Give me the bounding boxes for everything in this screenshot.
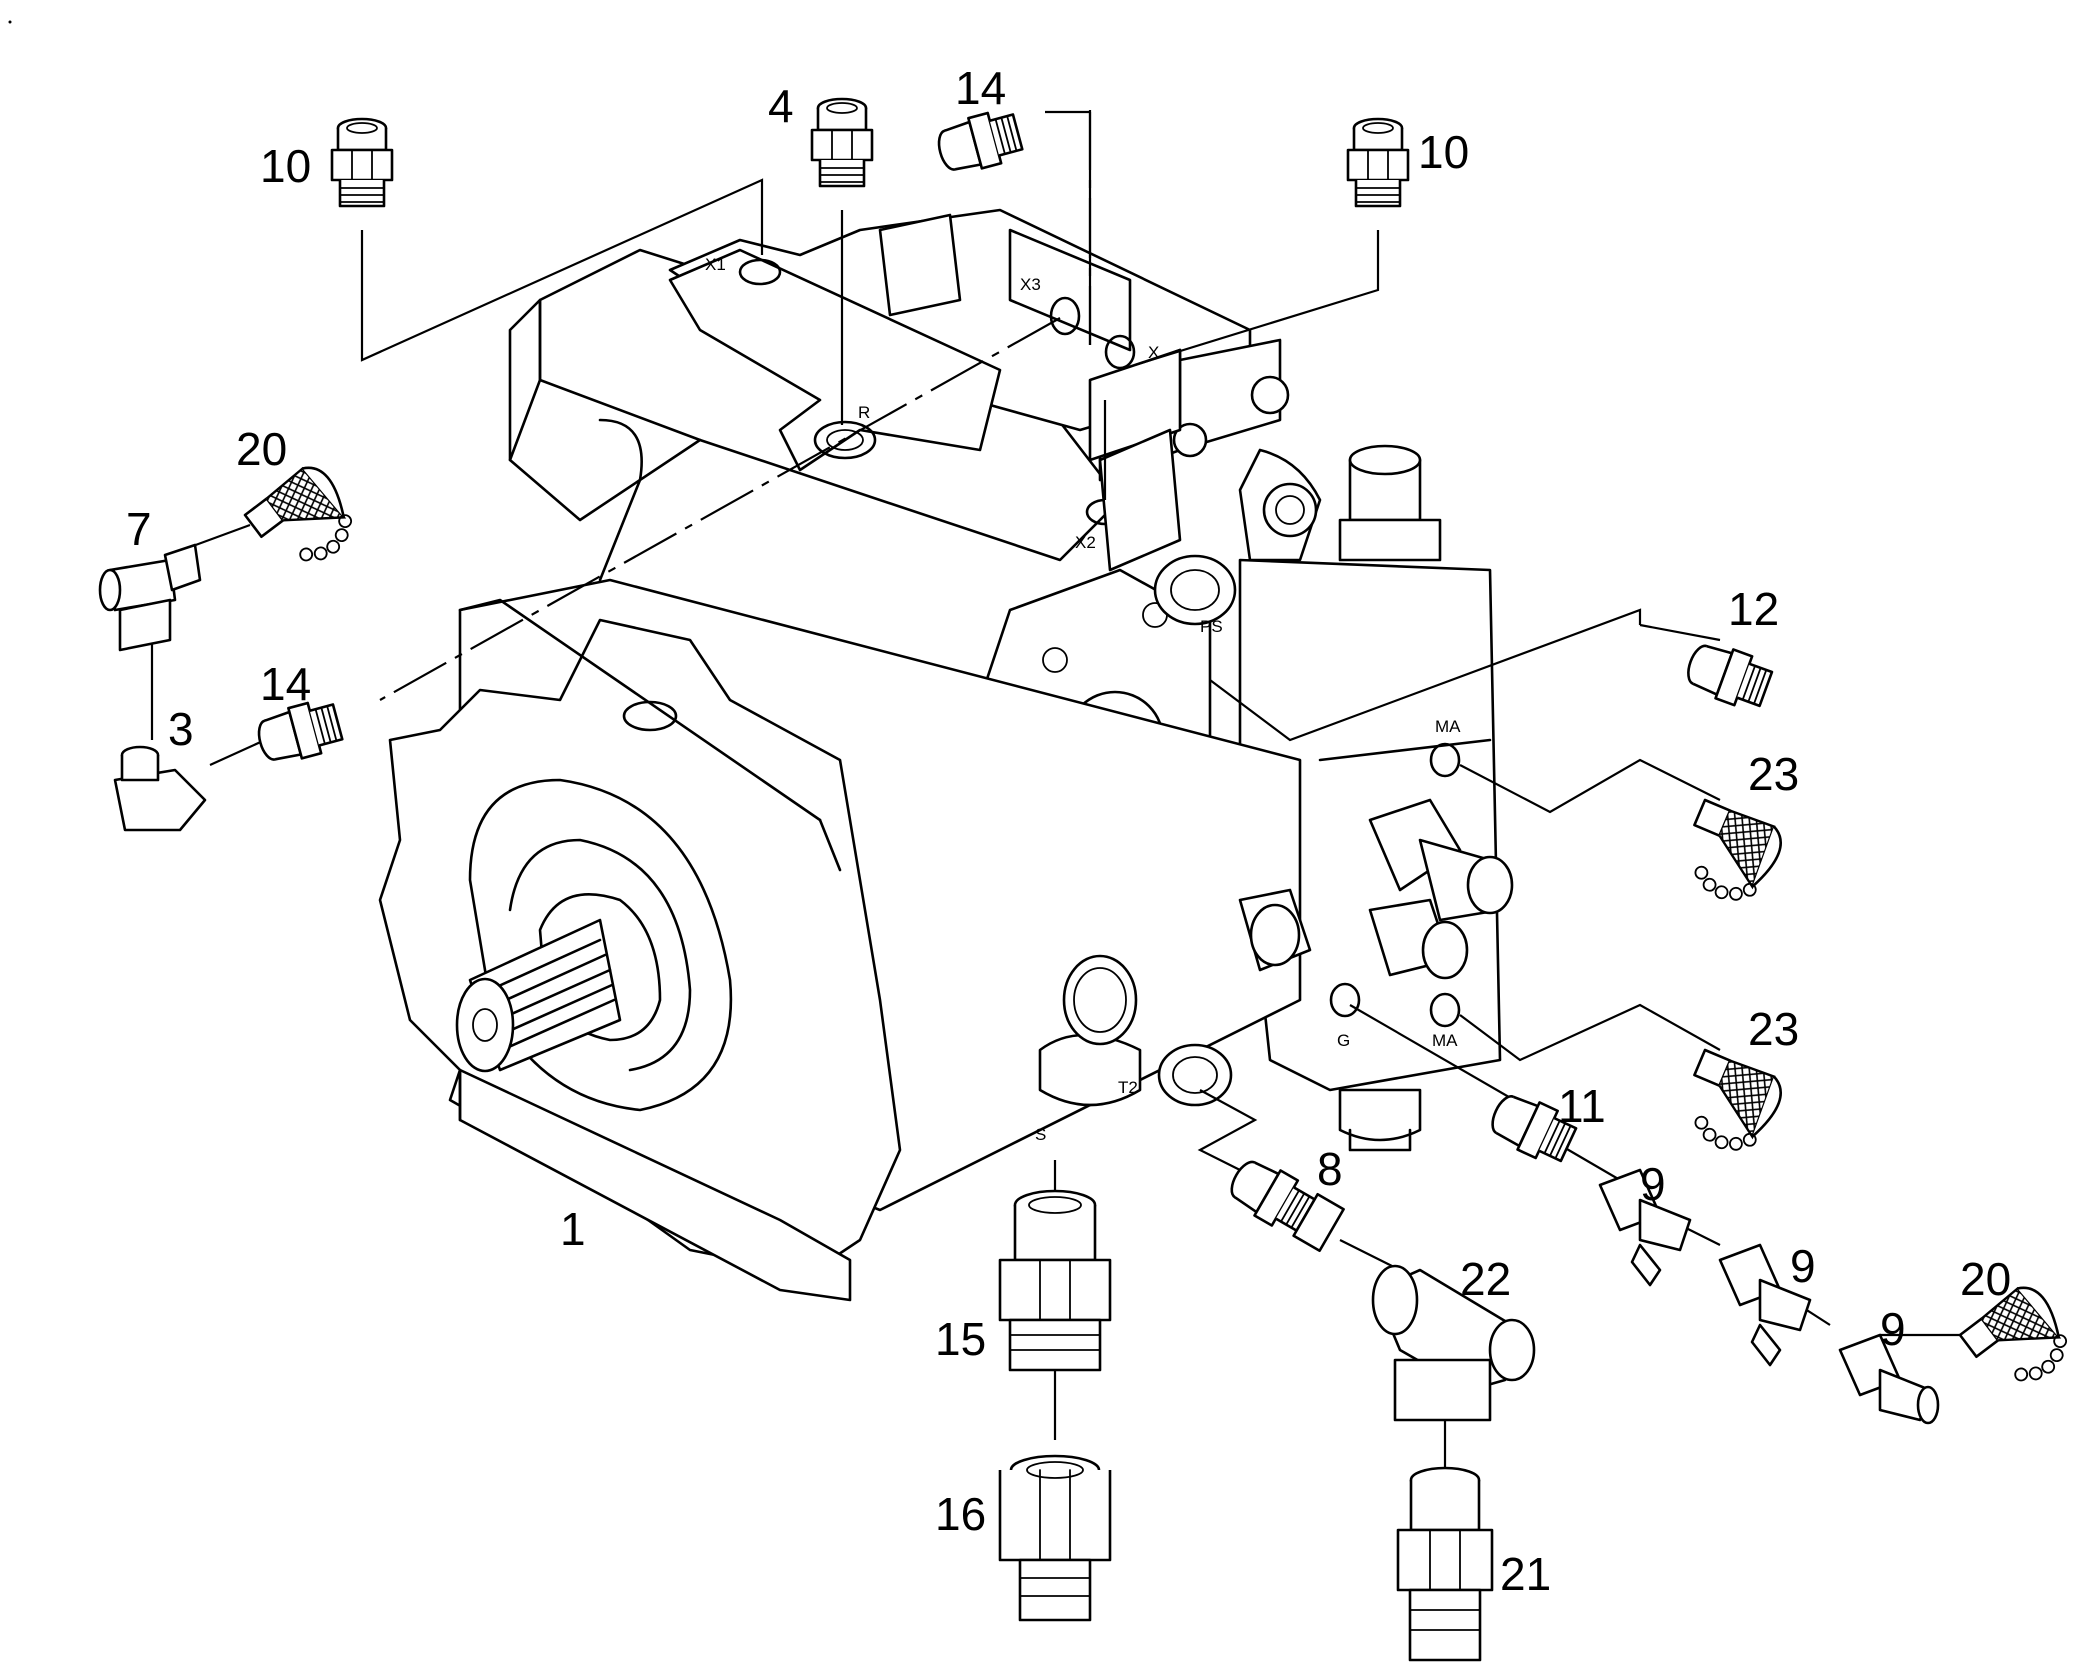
callout-9b: 9 [1790, 1240, 1816, 1292]
plug-14-top-icon [932, 105, 1026, 180]
plug-4-icon [810, 97, 874, 188]
port-label-ma-bottom: MA [1432, 1031, 1458, 1050]
callout-20-left: 20 [236, 423, 287, 475]
port-label-g: G [1337, 1031, 1350, 1050]
callout-22: 22 [1460, 1253, 1511, 1305]
callout-9a: 9 [1640, 1158, 1666, 1210]
test-point-cap-20-left-icon [235, 457, 362, 581]
callout-10-right: 10 [1418, 126, 1469, 178]
test-point-cap-23-top-icon [1659, 780, 1797, 917]
callout-8: 8 [1317, 1143, 1343, 1195]
elbow-fitting-3-icon [113, 745, 207, 832]
port-label-s: S [1035, 1125, 1046, 1144]
tee-fitting-22-icon [1371, 1264, 1536, 1422]
port-label-t2: T2 [1118, 1078, 1138, 1097]
port-label-ps: PS [1200, 617, 1223, 636]
callout-4: 4 [768, 80, 794, 132]
plug-10-right-icon [1346, 117, 1410, 208]
callout-20-right: 20 [1960, 1253, 2011, 1305]
port-label-x2: X2 [1075, 533, 1096, 552]
callout-15: 15 [935, 1313, 986, 1365]
tee-fitting-7-icon [98, 543, 202, 652]
callout-23-bottom: 23 [1748, 1003, 1799, 1055]
nut-16-icon [998, 1454, 1112, 1622]
callout-12: 12 [1728, 583, 1779, 635]
hydraulic-pump-icon [378, 208, 1514, 1302]
plug-10-left-icon [330, 117, 394, 208]
adapter-15-icon [998, 1189, 1112, 1372]
port-label-ma-top: MA [1435, 717, 1461, 736]
tee-fitting-9a-icon [1598, 1168, 1692, 1287]
port-label-x3: X3 [1020, 275, 1041, 294]
adapter-21-icon [1396, 1466, 1494, 1662]
plug-12-icon [1680, 635, 1776, 715]
callout-7: 7 [126, 503, 152, 555]
callout-11: 11 [1558, 1080, 1606, 1132]
port-label-r: R [858, 403, 870, 422]
callout-14-left: 14 [260, 658, 311, 710]
corner-mark [8, 20, 12, 24]
port-label-x1: X1 [705, 255, 726, 274]
plug-8-icon [1222, 1151, 1345, 1253]
callout-14-top: 14 [955, 62, 1006, 114]
callout-16: 16 [935, 1488, 986, 1540]
tee-fitting-9b-icon [1718, 1243, 1812, 1367]
callout-23-top: 23 [1748, 748, 1799, 800]
elbow-fitting-9c-icon [1838, 1333, 1940, 1425]
callout-3: 3 [168, 703, 194, 755]
port-label-x: X [1148, 343, 1159, 362]
callout-21: 21 [1500, 1548, 1551, 1600]
callout-9c: 9 [1880, 1303, 1906, 1355]
callout-10-left: 10 [260, 140, 311, 192]
callout-1: 1 [560, 1203, 586, 1255]
